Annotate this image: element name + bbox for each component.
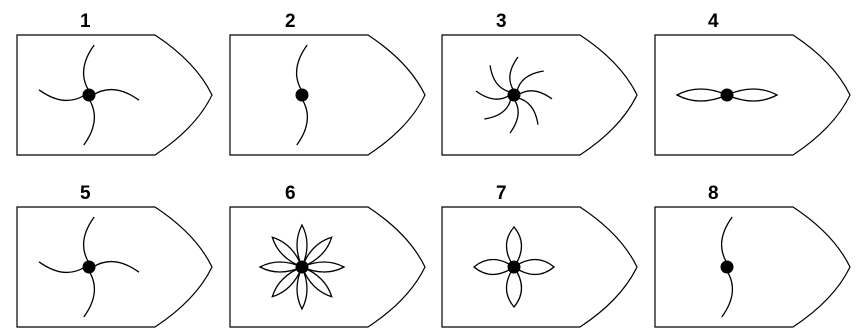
center-hub	[508, 89, 521, 102]
tile-3: 3	[441, 12, 641, 138]
center-hub	[508, 261, 521, 274]
tile-shape	[441, 206, 641, 330]
panel-outline	[230, 35, 425, 155]
tile-number: 6	[285, 184, 296, 203]
tile-shape	[16, 206, 216, 330]
tile-5: 5	[16, 184, 216, 310]
center-hub	[296, 89, 309, 102]
center-hub	[721, 89, 734, 102]
tile-number: 5	[80, 184, 91, 203]
tile-shape	[229, 34, 429, 158]
panel-outline	[442, 35, 637, 155]
tile-shape	[654, 206, 854, 330]
tile-number: 7	[496, 184, 507, 203]
tile-shape	[16, 34, 216, 158]
tile-number: 3	[496, 12, 507, 31]
tile-number: 2	[285, 12, 296, 31]
tile-number: 8	[708, 184, 719, 203]
tile-6: 6	[229, 184, 429, 310]
tile-1: 1	[16, 12, 216, 138]
center-hub	[721, 261, 734, 274]
center-hub	[83, 89, 96, 102]
tile-shape	[654, 34, 854, 158]
tile-shape	[441, 34, 641, 158]
tile-number: 4	[708, 12, 719, 31]
tile-8: 8	[654, 184, 854, 310]
panel-outline	[655, 207, 850, 327]
center-hub	[296, 261, 309, 274]
tile-number: 1	[80, 12, 91, 31]
tile-2: 2	[229, 12, 429, 138]
tile-4: 4	[654, 12, 854, 138]
tile-shape	[229, 206, 429, 330]
center-hub	[83, 261, 96, 274]
tile-7: 7	[441, 184, 641, 310]
